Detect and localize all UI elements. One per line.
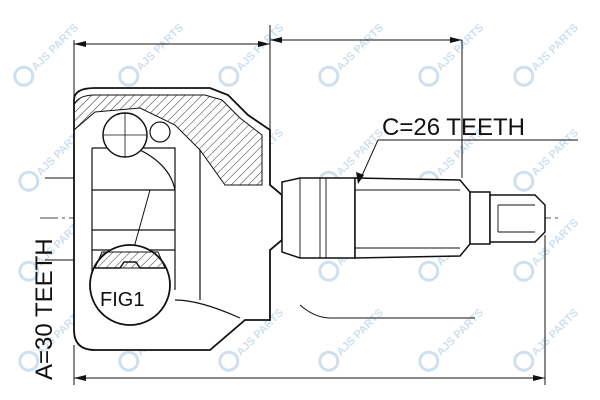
fig1-label: FIG1 [100,289,144,311]
spline-lines [299,178,535,258]
ball-bearing-small [149,121,171,143]
inner-race [91,147,241,319]
spline-a-label: A=30 TEETH [31,238,58,380]
svg-text:AJS PARTS: AJS PARTS [234,22,286,74]
spline-c-label: C=26 TEETH [382,114,525,141]
ajs-parts-logo-watermark: AJS PARTS [318,307,386,372]
svg-text:AJS PARTS: AJS PARTS [529,127,581,179]
ajs-parts-logo-watermark: AJS PARTS [13,22,81,87]
svg-text:AJS PARTS: AJS PARTS [529,307,581,359]
svg-text:AJS PARTS: AJS PARTS [434,22,486,74]
ajs-parts-logo-watermark: AJS PARTS [318,22,386,87]
fig1-detail [89,244,171,326]
svg-text:AJS PARTS: AJS PARTS [334,127,386,179]
ajs-parts-logo-watermark: AJS PARTS [418,307,486,372]
svg-text:AJS PARTS: AJS PARTS [134,22,186,74]
svg-text:AJS PARTS: AJS PARTS [334,307,386,359]
leader-arrow [356,172,364,184]
ajs-parts-logo-watermark: AJS PARTS [118,22,186,87]
svg-text:AJS PARTS: AJS PARTS [334,22,386,74]
svg-text:AJS PARTS: AJS PARTS [529,22,581,74]
housing-section-hatch [73,94,263,186]
svg-text:AJS PARTS: AJS PARTS [29,22,81,74]
ajs-parts-logo-watermark: AJS PARTS [218,22,286,87]
dimension-lines [45,25,546,385]
ajs-parts-logo-watermark: AJS PARTS [513,22,581,87]
svg-text:AJS PARTS: AJS PARTS [434,307,486,359]
ajs-parts-logo-watermark: AJS PARTS [513,307,581,372]
dimension-arrows [74,37,545,381]
ajs-parts-logo-watermark: AJS PARTS [418,22,486,87]
